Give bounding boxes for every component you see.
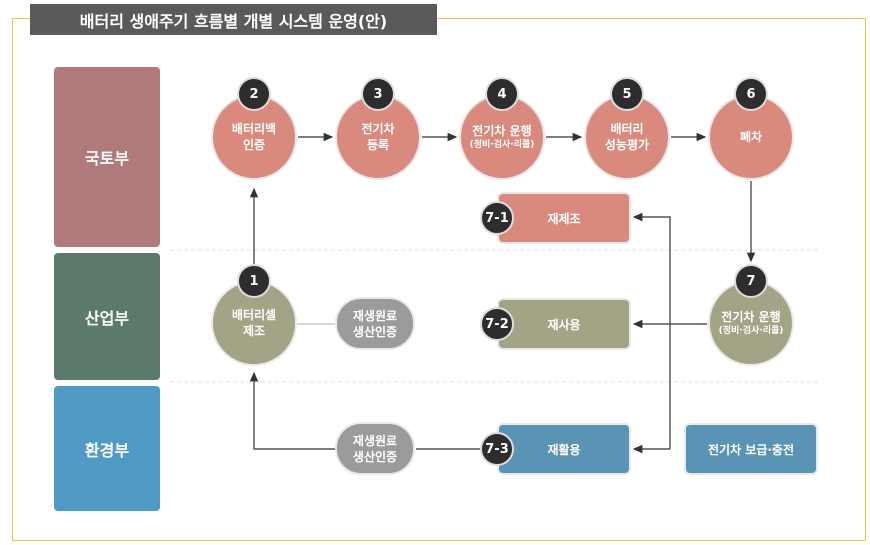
step-number: 4 [485, 77, 519, 111]
step-label: 배터리백 [231, 122, 277, 136]
box-recycle: 재활용 [497, 423, 631, 475]
step-label: 배터리셀 [231, 308, 277, 322]
step-number: 3 [361, 77, 395, 111]
step-label: 폐차 [739, 130, 763, 144]
step-number: 7-1 [480, 201, 514, 235]
box-reuse: 재사용 [497, 298, 631, 350]
step-number: 2 [237, 77, 271, 111]
dept-motie: 산업부 [54, 253, 160, 380]
diagram-title: 배터리 생애주기 흐름별 개별 시스템 운영(안) [30, 4, 437, 35]
pill-label: 재생원료 [352, 308, 398, 323]
step-number: 1 [237, 264, 271, 298]
step-label: 전기차 [361, 122, 395, 136]
dept-me: 환경부 [54, 386, 160, 511]
step-label: 등록 [366, 138, 390, 152]
dept-molit: 국토부 [54, 67, 160, 247]
box-ev-supply-charging: 전기차 보급·충전 [684, 423, 818, 475]
box-remanufacture: 재제조 [497, 192, 631, 244]
pill-label: 재생원료 [352, 433, 398, 448]
pill-label: 생산인증 [352, 449, 398, 464]
step-sublabel: (정비·검사·리콜) [469, 140, 535, 150]
step-label: 성능평가 [604, 138, 650, 152]
step-label: 제조 [242, 324, 266, 338]
step-label: 인증 [242, 138, 266, 152]
step-number: 5 [610, 77, 644, 111]
step-number: 7-2 [480, 307, 514, 341]
step-label: 전기차 운행 [472, 124, 532, 138]
diagram-frame [12, 18, 866, 541]
step-number: 7-3 [480, 432, 514, 466]
step-sublabel: (정비·검사·리콜) [718, 326, 784, 336]
step-number: 7 [734, 264, 768, 298]
pill-label: 생산인증 [352, 324, 398, 339]
step-number: 6 [734, 77, 768, 111]
step-label: 전기차 운행 [721, 310, 781, 324]
step-label: 배터리 [610, 122, 644, 136]
